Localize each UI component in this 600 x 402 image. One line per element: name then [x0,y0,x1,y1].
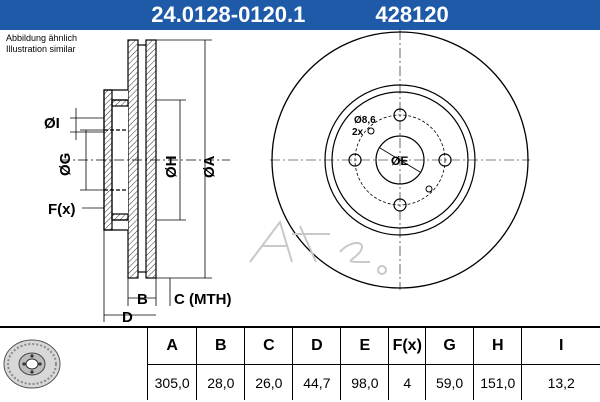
spec-value-cell: 44,7 [293,365,341,401]
outer-friction-ring-right [146,40,156,278]
label-diameter-i: ØI [44,115,60,132]
label-min-thickness-c: C (MTH) [174,291,231,308]
spec-table-area: A B C D E F(x) G H I 305,0 28,0 26,0 44,… [0,326,600,402]
spec-header-cell: H [474,328,522,365]
spec-header-row: A B C D E F(x) G H I [148,328,600,365]
brand-watermark [250,222,386,274]
locating-hole-1 [368,128,374,134]
spec-value-cell: 59,0 [426,365,474,401]
front-view [250,30,530,290]
spec-value-cell: 28,0 [197,365,245,401]
spec-value-row: 305,0 28,0 26,0 44,7 98,0 4 59,0 151,0 1… [148,365,600,401]
cross-section-view [60,40,230,322]
spec-value-cell: 4 [389,365,426,401]
outer-friction-ring-left [128,40,138,278]
label-diameter-g: ØG [57,153,74,176]
spec-header-cell: I [522,328,600,365]
spec-value-cell: 305,0 [148,365,197,401]
spec-header-cell: B [197,328,245,365]
locating-hole-2 [426,186,432,192]
label-offset-f: F(x) [48,201,76,218]
label-bolt-hole-size: Ø8,6 [354,115,376,126]
label-diameter-h: ØH [163,156,180,179]
spec-value-cell: 98,0 [341,365,389,401]
technical-drawing: ØI ØG F(x) ØH ØA B C (MTH) D [0,0,600,330]
spec-header-cell: D [293,328,341,365]
label-thickness-b: B [137,291,148,308]
spec-value-cell: 26,0 [245,365,293,401]
label-bolt-hole-count: 2x [352,127,364,138]
spec-header-cell: G [426,328,474,365]
spec-value-cell: 151,0 [474,365,522,401]
label-center-bore: ØE [391,154,408,168]
spec-table: A B C D E F(x) G H I 305,0 28,0 26,0 44,… [147,328,600,400]
spec-header-cell: E [341,328,389,365]
spec-header-cell: A [148,328,197,365]
spec-value-cell: 13,2 [522,365,600,401]
label-diameter-a: ØA [201,155,218,178]
disc-thumbnail-image [2,336,62,392]
spec-header-cell: C [245,328,293,365]
label-height-d: D [122,309,133,326]
spec-header-cell: F(x) [389,328,426,365]
